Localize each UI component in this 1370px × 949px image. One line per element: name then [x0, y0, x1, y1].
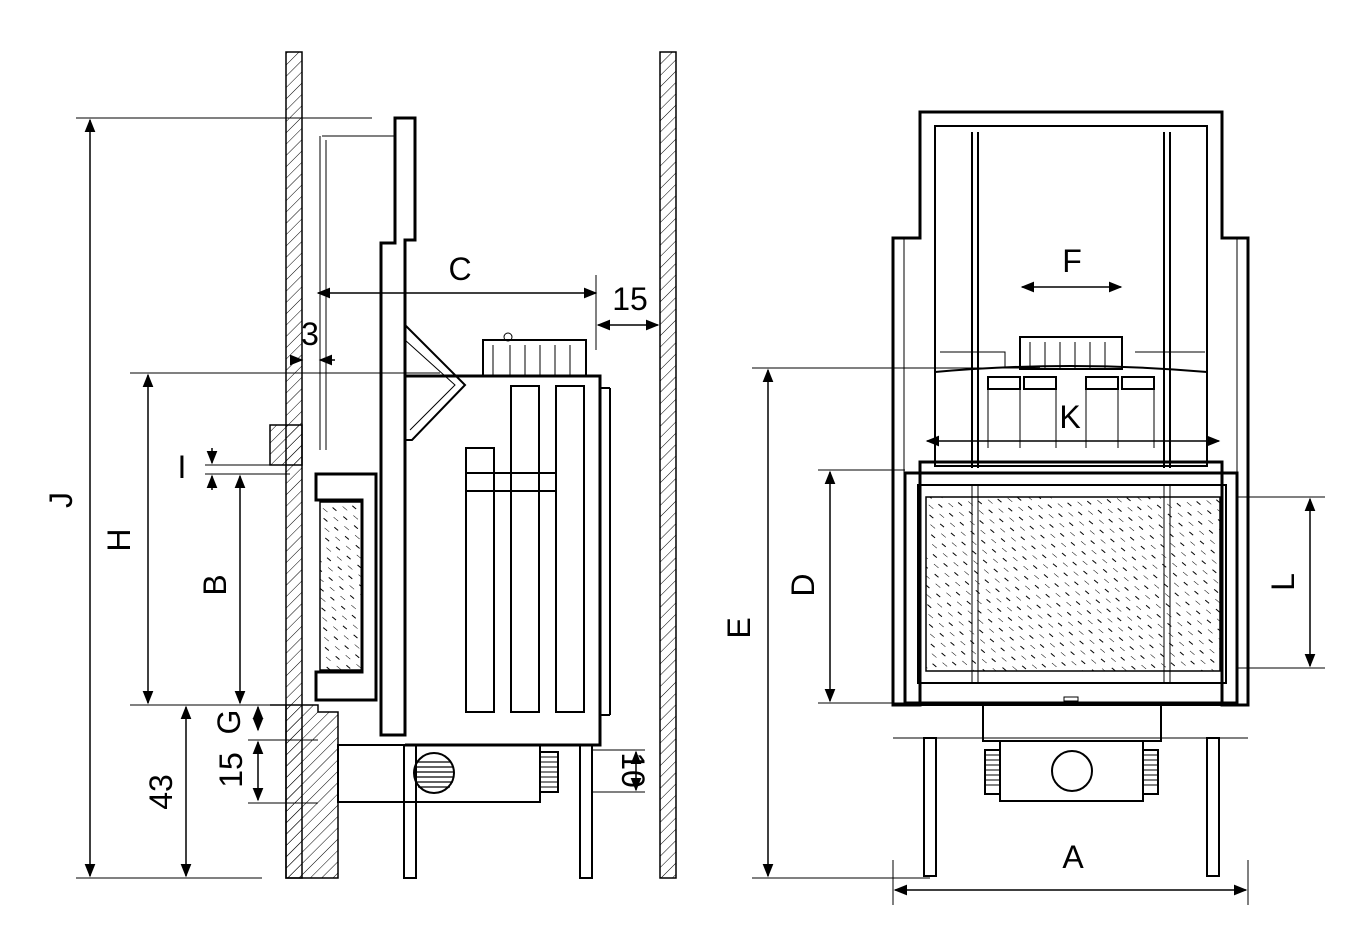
front-door-glass	[925, 496, 1221, 672]
hearth-block	[270, 704, 339, 879]
side-view: C 3 15 I J H B G 15 43 10	[43, 51, 677, 879]
label-10: 10	[615, 752, 651, 788]
right-wall	[659, 51, 677, 879]
label-L: L	[1265, 573, 1301, 591]
left-wall-ledge	[269, 424, 303, 466]
label-D: D	[785, 573, 821, 596]
label-C: C	[448, 251, 471, 287]
label-B: B	[197, 574, 233, 595]
label-I: I	[178, 449, 187, 485]
label-E: E	[721, 617, 757, 638]
label-K: K	[1059, 399, 1080, 435]
label-15-bottom: 15	[213, 752, 249, 788]
side-door-glass	[319, 501, 363, 671]
label-15-top: 15	[612, 281, 648, 317]
label-43: 43	[143, 774, 179, 810]
label-J: J	[43, 492, 79, 508]
label-A: A	[1062, 839, 1084, 875]
label-G: G	[211, 710, 247, 735]
front-view: F K E D L A	[721, 110, 1325, 905]
label-3: 3	[301, 316, 319, 352]
label-H: H	[101, 528, 137, 551]
label-F: F	[1062, 243, 1082, 279]
